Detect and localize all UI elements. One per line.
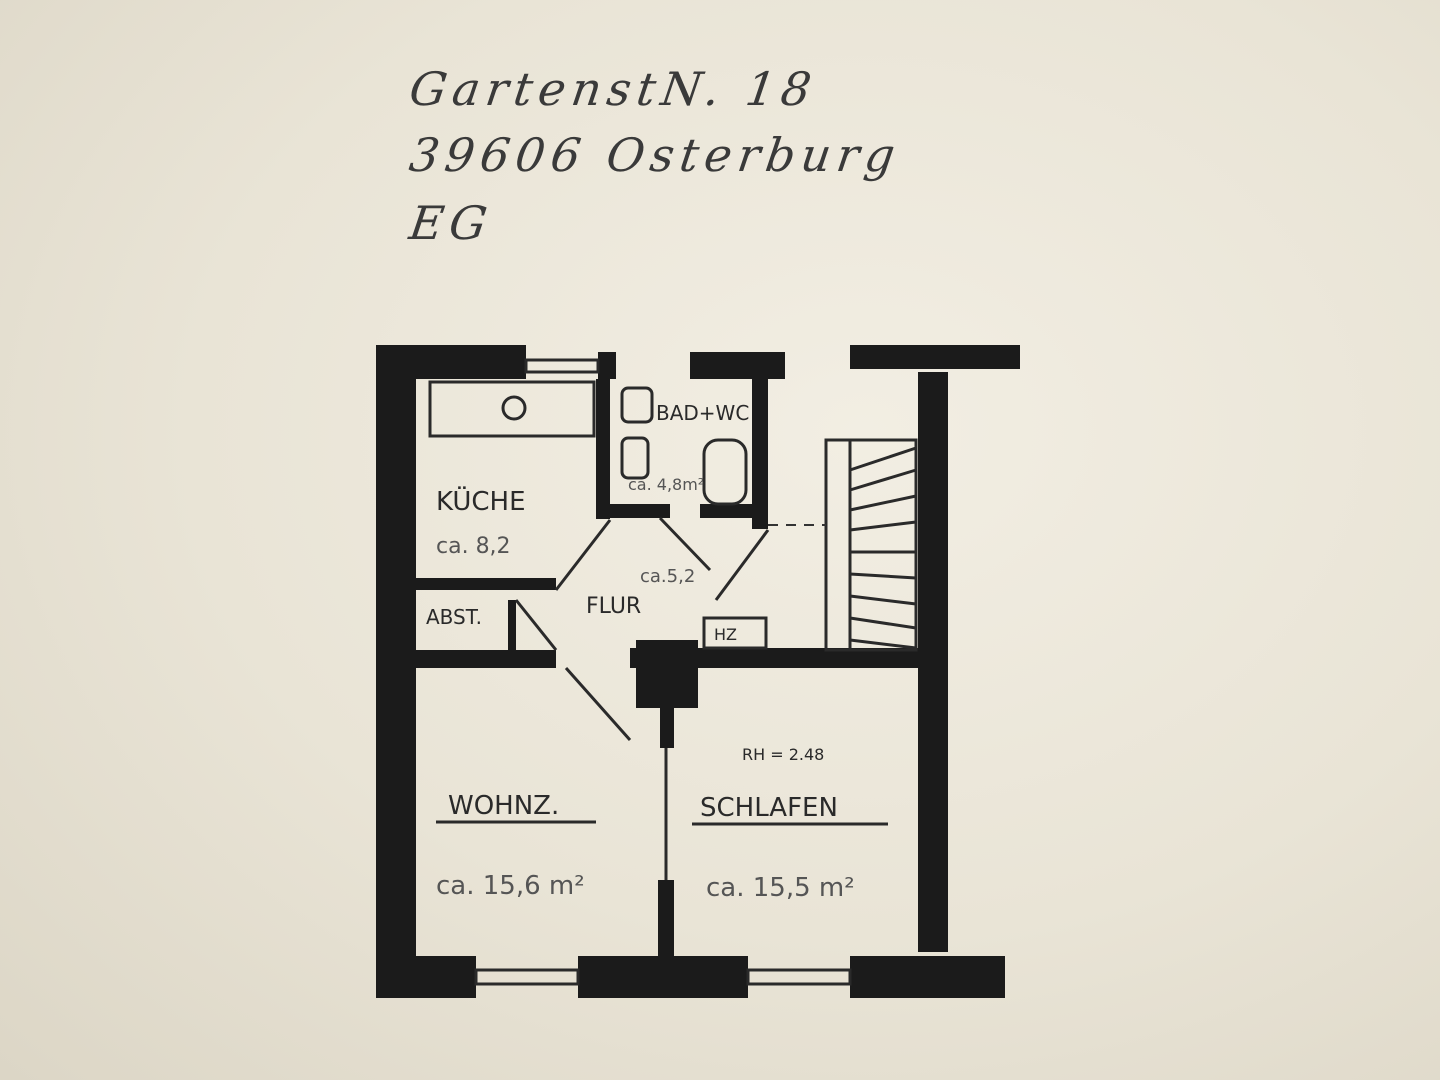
wall-mid-horizontal-2 [630, 648, 948, 668]
room-hall-label: FLUR [586, 594, 641, 619]
door-bedroom [714, 529, 770, 601]
room-living-label: WOHNZ. [448, 791, 559, 821]
wall-top-left [376, 345, 526, 379]
room-bath-area: ca. 4,8m² [628, 475, 704, 494]
door-living [564, 667, 632, 741]
window-kitchen [524, 358, 600, 374]
wall-top-bath [690, 352, 785, 379]
room-living-area: ca. 15,6 m² [436, 871, 585, 901]
room-bedroom-area: ca. 15,5 m² [706, 873, 855, 903]
room-hall-area: ca.5,2 [640, 566, 695, 587]
wall-storage-right [508, 600, 516, 650]
wall-kitchen-right [596, 379, 610, 519]
wall-kitchen-bottom [416, 578, 556, 590]
window-living [474, 968, 580, 986]
wall-mid-horizontal [376, 650, 556, 668]
room-height-label: RH = 2.48 [742, 745, 824, 764]
washbasin [620, 386, 654, 424]
wall-living-bedroom [660, 708, 674, 748]
wall-left [376, 345, 416, 997]
wall-bottom-left [376, 956, 476, 998]
staircase [824, 438, 918, 652]
wall-top-right [850, 345, 1020, 369]
room-kitchen-label: KÜCHE [436, 485, 526, 517]
room-heating-label: HZ [714, 625, 737, 644]
wall-top-mid [598, 352, 616, 379]
kitchen-counter [428, 380, 596, 438]
wall-bottom-mid [578, 956, 748, 998]
toilet [620, 436, 650, 480]
room-bath-label: BAD+WC [656, 401, 749, 425]
door-kitchen [554, 519, 612, 591]
door-storage [514, 599, 558, 651]
heating-box [702, 616, 768, 650]
bathtub [702, 438, 748, 506]
wall-bath-right [752, 379, 768, 529]
room-kitchen-area: ca. 8,2 [436, 534, 511, 559]
door-bath [658, 516, 712, 572]
wall-bath-bottom-2 [700, 504, 768, 518]
window-bedroom [746, 968, 852, 986]
wall-bottom-right [850, 956, 1005, 998]
wall-living-bedroom-2 [658, 880, 674, 956]
room-storage-label: ABST. [426, 605, 482, 629]
chimney [636, 640, 698, 708]
stove-icon [501, 395, 527, 421]
wall-bath-bottom [610, 504, 670, 518]
room-bedroom-label: SCHLAFEN [700, 793, 838, 823]
